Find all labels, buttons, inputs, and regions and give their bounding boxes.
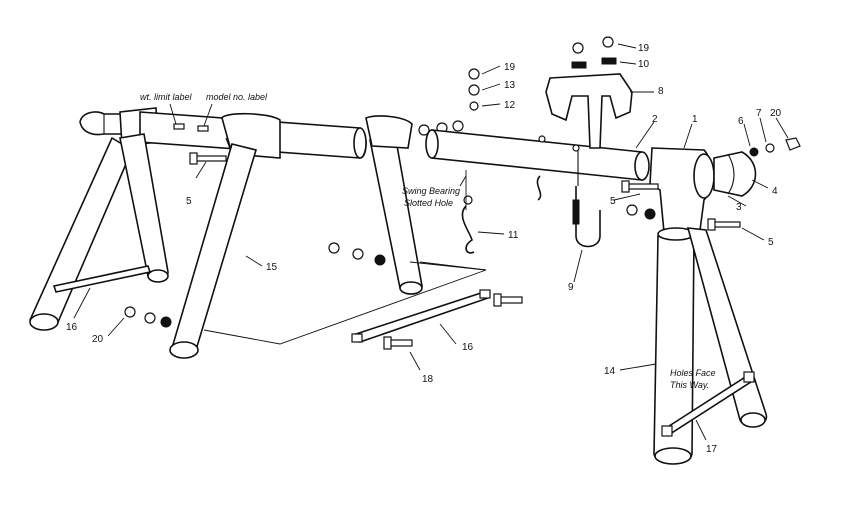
callout-19-left: 19 <box>504 62 516 73</box>
callout-4: 4 <box>772 186 778 197</box>
bolt-right-lower <box>493 293 523 307</box>
callout-7: 7 <box>756 108 762 119</box>
callout-3: 3 <box>736 202 742 213</box>
end-cap-4 <box>713 151 757 197</box>
cross-brace-left <box>52 265 152 293</box>
callout-14: 14 <box>604 366 616 377</box>
callout-17: 17 <box>706 444 718 455</box>
callout-13: 13 <box>504 80 516 91</box>
top-bar-2 <box>425 129 650 181</box>
callout-16-left: 16 <box>66 322 78 333</box>
cross-brace-16 <box>351 289 491 343</box>
callout-9: 9 <box>568 282 574 293</box>
a-frame-fitting-1 <box>649 147 715 233</box>
nut-cluster-middle <box>328 242 386 266</box>
callout-6: 6 <box>738 116 744 127</box>
callout-16-right: 16 <box>462 342 474 353</box>
callout-10: 10 <box>638 59 650 70</box>
bolt-5-right-lower <box>707 218 741 231</box>
hardware-6-7-20 <box>749 137 801 157</box>
callout-19-right: 19 <box>638 43 650 54</box>
note-swing-bearing: Swing Bearing <box>402 186 460 196</box>
callout-5-left: 5 <box>186 196 192 207</box>
leg-14-front <box>653 227 695 465</box>
swing-hook-11 <box>461 195 475 254</box>
hardware-stack-10-19 <box>571 36 617 69</box>
leg-left-front <box>29 136 134 331</box>
callout-12: 12 <box>504 100 516 111</box>
left-end-cap <box>79 111 127 136</box>
nut-cluster-20-left <box>124 306 172 328</box>
cross-brace-17 <box>661 371 756 437</box>
bolt-5-right-upper <box>621 180 659 193</box>
callout-5-right-lower: 5 <box>768 237 774 248</box>
note-holes-face: Holes Face <box>670 368 716 378</box>
leg-15-rear <box>365 115 423 295</box>
note-slotted-hole: Slotted Hole <box>404 198 453 208</box>
note-wt-limit-label: wt. limit label <box>140 92 193 102</box>
note-this-way: This Way. <box>670 380 709 390</box>
callout-2: 2 <box>652 114 658 125</box>
nuts-right <box>626 204 656 220</box>
callout-1: 1 <box>692 114 698 125</box>
callout-20-left: 20 <box>92 334 104 345</box>
callout-15: 15 <box>266 262 278 273</box>
callout-5-right-upper: 5 <box>610 196 616 207</box>
callout-11: 11 <box>508 230 519 241</box>
bolt-5-left <box>189 152 227 165</box>
hardware-stack-12-13-19 <box>468 68 480 111</box>
callout-18: 18 <box>422 374 434 385</box>
leg-15-front <box>169 143 258 359</box>
hanger-bracket-8 <box>545 73 633 149</box>
u-bolt-9 <box>572 150 601 248</box>
callout-20-right: 20 <box>770 108 782 119</box>
bolt-18 <box>383 336 413 350</box>
callout-8: 8 <box>658 86 664 97</box>
swing-hook-top <box>536 175 542 201</box>
leg-left-rear <box>119 133 169 283</box>
note-model-no-label: model no. label <box>206 92 268 102</box>
